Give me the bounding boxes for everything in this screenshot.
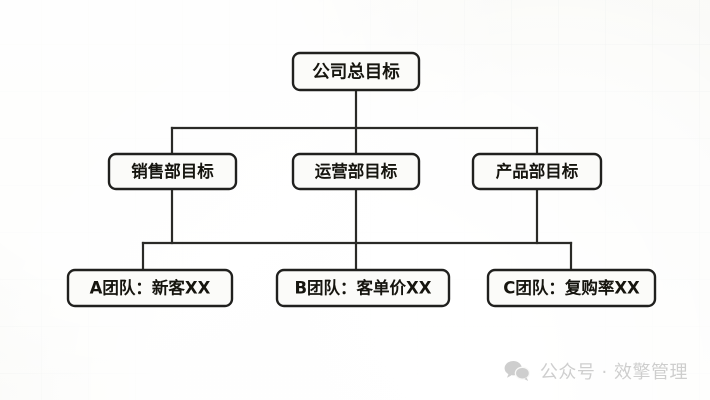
watermark: 公众号 · 效擎管理 — [504, 358, 688, 384]
node-box-product-goal — [471, 152, 603, 191]
node-box-team-c — [486, 268, 657, 308]
node-label-sales-goal: 销售部目标 — [131, 161, 214, 181]
node-sales-goal[interactable]: 销售部目标 — [107, 152, 238, 191]
node-box-sales-goal — [107, 152, 238, 191]
node-company-goal[interactable]: 公司总目标 — [291, 51, 421, 92]
node-team-c[interactable]: C团队：复购率XX — [486, 268, 657, 308]
node-label-team-c: C团队：复购率XX — [503, 278, 640, 298]
node-box-operations-goal — [291, 152, 421, 191]
node-label-company-goal: 公司总目标 — [312, 62, 400, 83]
node-label-team-b: B团队：客单价XX — [294, 278, 431, 298]
node-label-team-a: A团队：新客XX — [90, 278, 211, 298]
connectors-departments-to-teams — [141, 187, 573, 272]
node-team-b[interactable]: B团队：客单价XX — [275, 268, 451, 308]
connectors-root-to-departments — [170, 88, 539, 156]
node-product-goal[interactable]: 产品部目标 — [471, 152, 603, 191]
node-box-team-b — [275, 268, 451, 308]
node-operations-goal[interactable]: 运营部目标 — [291, 152, 421, 191]
node-label-operations-goal: 运营部目标 — [315, 161, 398, 181]
watermark-text: 公众号 · 效擎管理 — [539, 362, 688, 383]
node-box-team-a — [66, 268, 234, 308]
node-box-company-goal — [291, 51, 421, 92]
node-team-a[interactable]: A团队：新客XX — [66, 268, 234, 308]
wechat-icon — [504, 360, 531, 382]
node-label-product-goal: 产品部目标 — [496, 161, 579, 181]
